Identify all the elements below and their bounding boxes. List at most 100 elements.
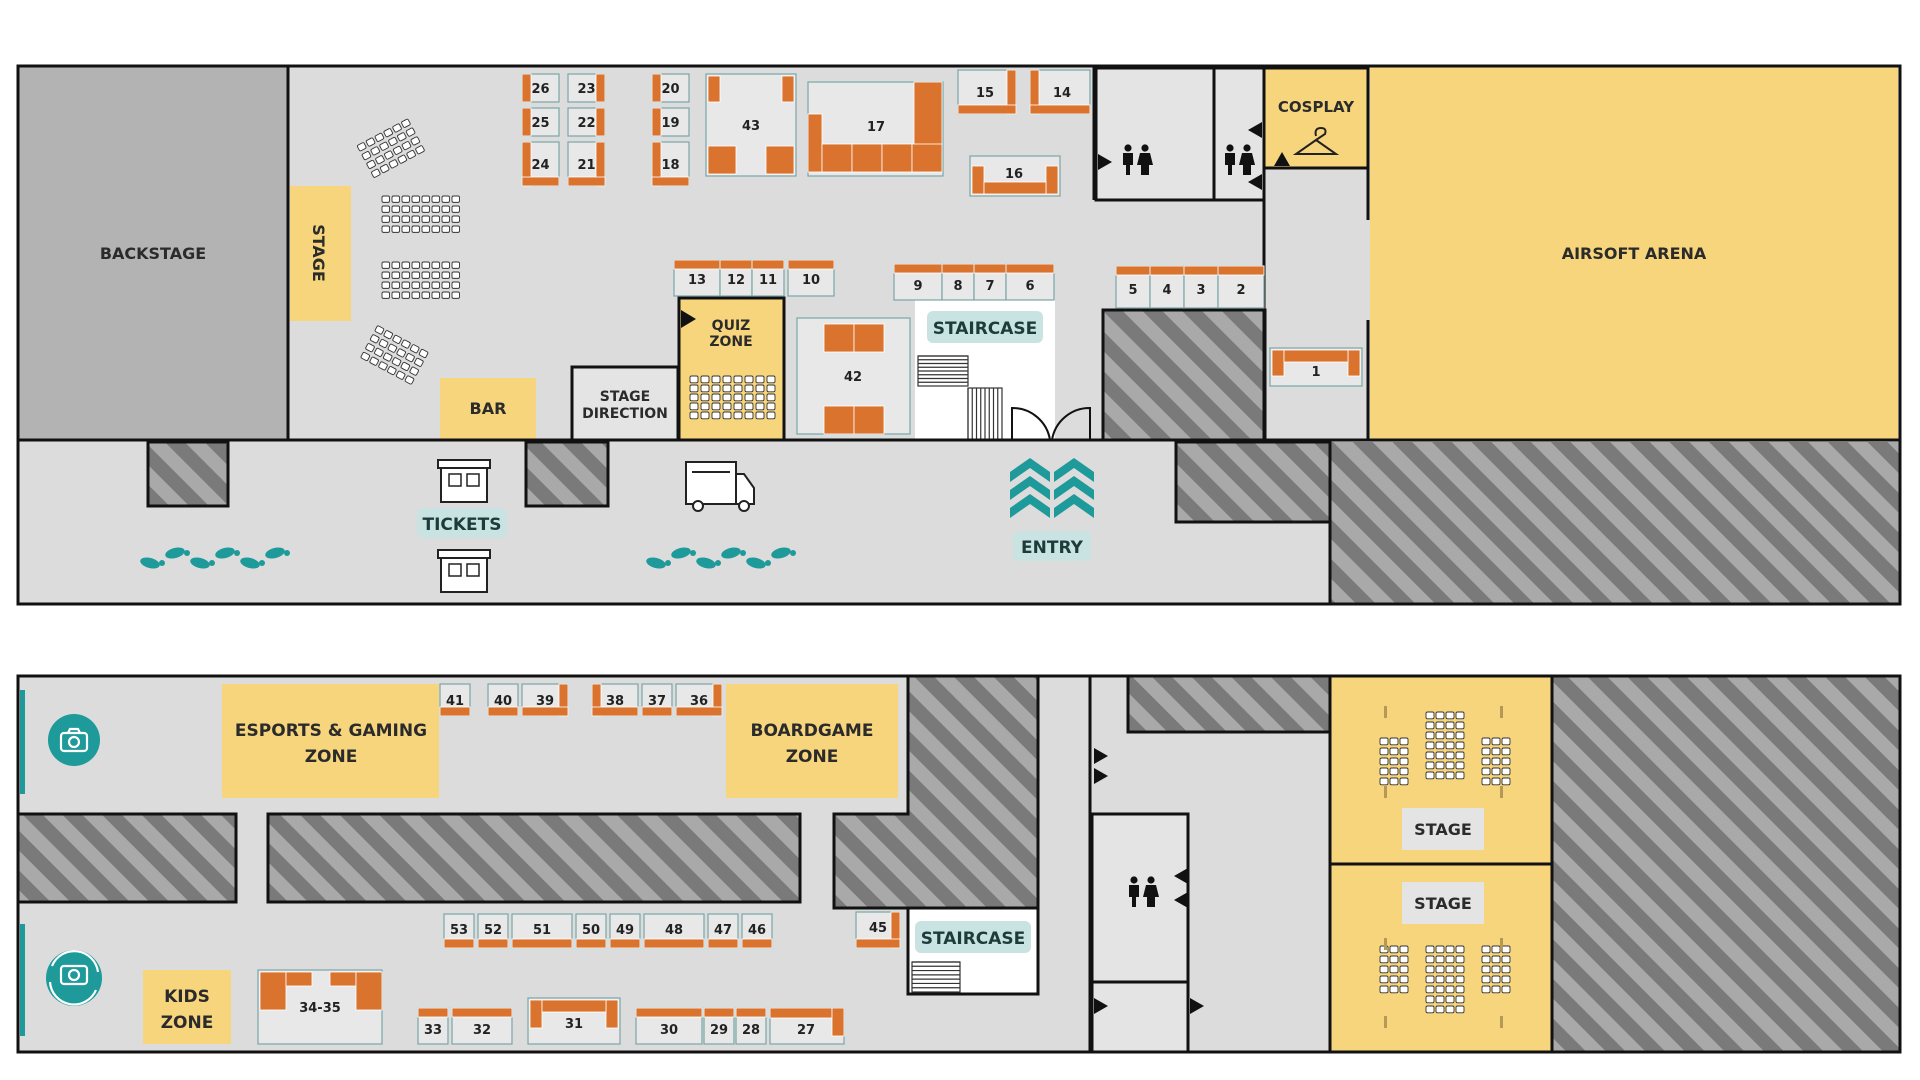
kids-zone[interactable] (143, 970, 231, 1044)
booth-42-seat (853, 323, 885, 353)
chair-icon (378, 339, 389, 349)
booth-10[interactable]: 10 (787, 259, 835, 297)
chair-icon (421, 281, 430, 289)
booth-28[interactable]: 28 (735, 1007, 767, 1045)
booth-52[interactable]: 52 (477, 913, 509, 949)
stage-direction-room[interactable] (570, 365, 680, 442)
booth-2[interactable]: 2 (1217, 265, 1265, 309)
booth-29[interactable]: 29 (703, 1007, 735, 1045)
booth-7[interactable]: 7 (973, 263, 1007, 301)
svg-text:16: 16 (1005, 167, 1023, 182)
chair-icon (381, 195, 390, 203)
chair-icon (431, 271, 440, 279)
chair-icon (1435, 741, 1445, 750)
booth-24[interactable]: 24 (521, 141, 560, 187)
staircase-bottom-tag (915, 921, 1031, 953)
booth-12[interactable]: 12 (719, 259, 753, 297)
restroom-block-bottom[interactable] (1090, 812, 1190, 984)
chair-icon (431, 215, 440, 223)
booth-34-35[interactable]: 34-35 (257, 969, 383, 1045)
chair-icon (1379, 975, 1389, 984)
cosplay-area[interactable] (1262, 66, 1370, 170)
booth-37[interactable]: 37 (641, 683, 673, 717)
booth-number: 13 (688, 273, 706, 288)
chair-icon (441, 281, 450, 289)
booth-6[interactable]: 6 (1005, 263, 1055, 301)
booth-46[interactable]: 46 (741, 913, 773, 949)
booth-number: 10 (802, 273, 820, 288)
booth-30[interactable]: 30 (635, 1007, 703, 1045)
booth-5[interactable]: 5 (1115, 265, 1151, 309)
booth-47[interactable]: 47 (707, 913, 739, 949)
booth-11[interactable]: 11 (751, 259, 785, 297)
wall (16, 64, 1902, 606)
booth-8[interactable]: 8 (941, 263, 975, 301)
booth-32[interactable]: 32 (451, 1007, 513, 1045)
restroom-block-top[interactable] (1094, 66, 1216, 202)
booth-25[interactable]: 25 (521, 107, 560, 137)
bar-area[interactable] (440, 378, 536, 440)
booth-4[interactable]: 4 (1149, 265, 1185, 309)
chair-icon (1435, 995, 1445, 1004)
booth-19[interactable]: 19 (651, 107, 690, 137)
booth-9[interactable]: 9 (893, 263, 943, 301)
chair-icon (414, 357, 424, 367)
booth-17[interactable]: 17 (807, 81, 944, 177)
booth-36[interactable]: 36 (675, 683, 723, 717)
booth-45[interactable]: 45 (855, 911, 901, 949)
main-stage[interactable] (290, 186, 351, 321)
booth-40[interactable]: 40 (487, 683, 519, 717)
booth-number: 21 (577, 158, 595, 173)
stage-marker (1384, 706, 1387, 718)
chair-icon (1501, 777, 1511, 786)
booth-20[interactable]: 20 (651, 73, 690, 103)
chair-icon (1455, 955, 1465, 964)
booth-13[interactable]: 13 (673, 259, 721, 297)
boardgame-zone[interactable] (726, 684, 898, 798)
chair-icon (1425, 761, 1435, 770)
booth-18[interactable]: 18 (651, 141, 690, 187)
chair-icon (381, 271, 390, 279)
chair-icon (711, 384, 721, 393)
booth-41[interactable]: 41 (439, 683, 471, 717)
chair-icon (400, 361, 411, 371)
booth-48[interactable]: 48 (643, 913, 705, 949)
chair-icon (1481, 747, 1491, 756)
chair-icon (397, 132, 407, 142)
booth-1[interactable]: 1 (1269, 347, 1363, 387)
quiz-zone-label-1: QUIZ (712, 318, 751, 334)
booth-21[interactable]: 21 (567, 141, 606, 187)
chair-icon (391, 215, 400, 223)
booth-49[interactable]: 49 (609, 913, 641, 949)
booth-23[interactable]: 23 (567, 73, 606, 103)
chair-icon (700, 375, 710, 384)
booth-15[interactable]: 15 (957, 69, 1017, 115)
booth-27[interactable]: 27 (769, 1007, 845, 1045)
chair-icon (1425, 711, 1435, 720)
booth-31[interactable]: 31 (527, 997, 621, 1045)
photo-spot[interactable] (48, 714, 100, 766)
photo-360-spot[interactable] (46, 950, 102, 1006)
booth-50[interactable]: 50 (575, 913, 607, 949)
booth-53[interactable]: 53 (443, 913, 475, 949)
booth-26[interactable]: 26 (521, 73, 560, 103)
booth-33[interactable]: 33 (417, 1007, 449, 1045)
chair-icon (722, 393, 732, 402)
main-stage-label: STAGE (309, 224, 328, 282)
airsoft-arena[interactable] (1370, 66, 1898, 440)
booth-51[interactable]: 51 (511, 913, 573, 949)
esports-gaming-zone[interactable] (222, 684, 439, 798)
booth-3[interactable]: 3 (1183, 265, 1219, 309)
chair-icon (370, 146, 381, 156)
chair-icon (1389, 985, 1399, 994)
booth-number: 47 (714, 923, 732, 938)
booth-16[interactable]: 16 (969, 155, 1061, 197)
chair-icon (1455, 751, 1465, 760)
booth-38[interactable]: 38 (591, 683, 639, 717)
booth-43[interactable]: 43 (705, 73, 797, 177)
chair-icon (755, 402, 765, 411)
booth-22[interactable]: 22 (567, 107, 606, 137)
booth-14[interactable]: 14 (1029, 69, 1091, 115)
chair-icon (1399, 747, 1409, 756)
booth-39[interactable]: 39 (521, 683, 569, 717)
